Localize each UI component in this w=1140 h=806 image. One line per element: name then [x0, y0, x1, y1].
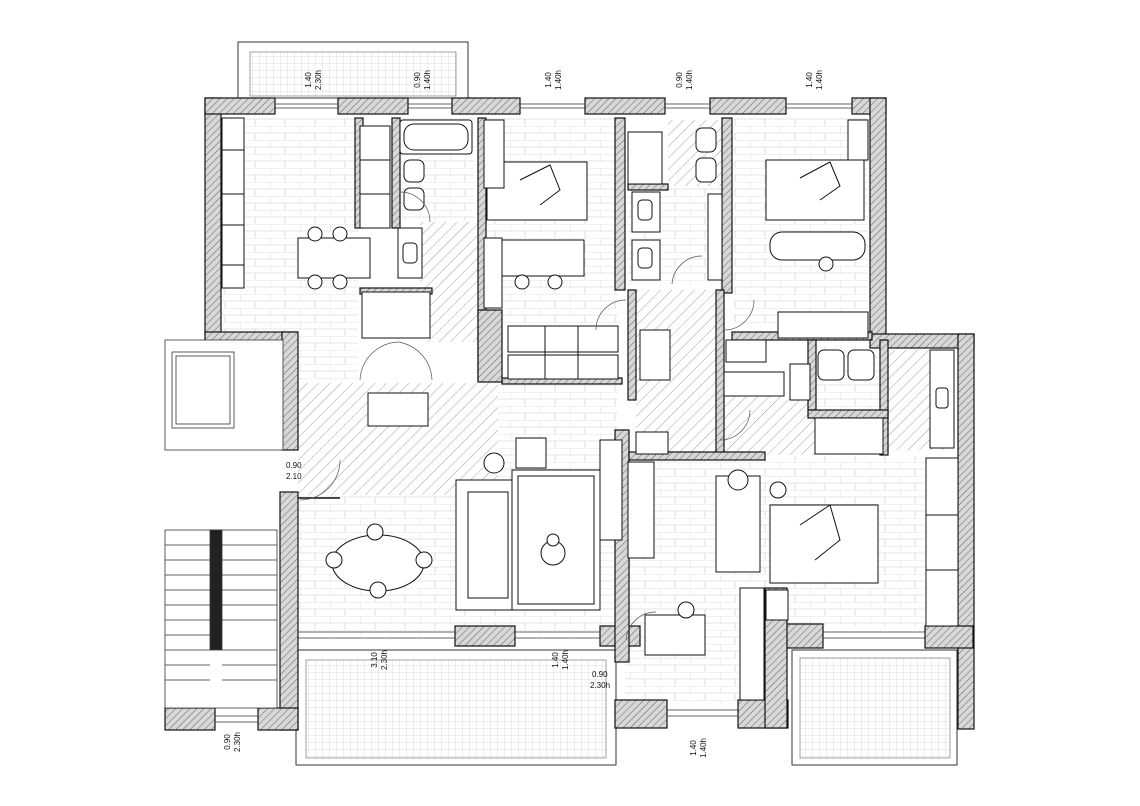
hall-closet — [361, 291, 431, 339]
label-o4-h: 1.40h — [685, 70, 694, 90]
label-o11-h: 2.30h — [233, 732, 242, 752]
bed-3 — [769, 504, 879, 584]
tv-unit — [599, 439, 623, 541]
wall-study-top — [628, 451, 766, 461]
wall-top-2 — [337, 97, 409, 115]
wall-left-mid — [281, 331, 299, 451]
kitchen-cabinet — [359, 125, 391, 229]
wall-left-lower — [279, 491, 299, 731]
label-o6-w: 0.90 — [286, 461, 302, 470]
bookcase-study — [627, 461, 655, 559]
wall-left-upper — [204, 97, 222, 337]
wall-bottom-left-2 — [257, 707, 299, 731]
cabinet-bed2 — [777, 311, 869, 339]
label-o3-w: 1.40 — [544, 72, 553, 88]
label-o2-h: 1.40h — [423, 70, 432, 90]
label-o5-w: 1.40 — [805, 72, 814, 88]
label-o7-h: 2.30h — [380, 650, 389, 670]
wall-corridor-left — [477, 309, 503, 383]
wall-living-bottom-1 — [454, 625, 516, 647]
toilet-1 — [403, 159, 425, 183]
label-o10-h: 1.40h — [699, 738, 708, 758]
entrance-console — [367, 392, 429, 427]
label-o6-h: 2.10 — [286, 472, 302, 481]
wardrobe-bath2 — [707, 193, 723, 281]
desk-study — [644, 614, 706, 656]
furniture — [221, 117, 959, 701]
bidet-3 — [847, 349, 875, 381]
bathtub-2 — [769, 231, 866, 261]
wall-bottom-right — [924, 625, 974, 649]
label-o8-w: 1.40 — [551, 652, 560, 668]
bidet-1 — [403, 187, 425, 211]
sofa-study — [715, 475, 761, 573]
vanity-2 — [627, 131, 663, 185]
bidet-2 — [695, 157, 717, 183]
wall-bedroom3-left — [764, 587, 788, 729]
label-o10-w: 1.40 — [689, 740, 698, 756]
wall-top-4 — [584, 97, 666, 115]
doors — [298, 191, 755, 641]
wardrobe-corridor — [507, 325, 619, 353]
label-o5-h: 1.40h — [815, 70, 824, 90]
balcony-bottom-right — [791, 649, 958, 766]
label-o4-w: 0.90 — [675, 72, 684, 88]
toilet-2 — [695, 127, 717, 153]
wall-right-upper — [869, 97, 887, 339]
closet-right — [723, 371, 785, 397]
wall-bath3-right — [879, 339, 889, 456]
label-o11-w: 0.90 — [223, 734, 232, 750]
wall-top-5 — [709, 97, 787, 115]
balconies — [237, 41, 958, 766]
lift-car — [171, 351, 235, 429]
opening-labels: 1.40 2.30h 0.90 1.40h 1.40 1.40h 0.90 1.… — [223, 70, 824, 758]
cabinet-central — [639, 329, 671, 381]
label-o2-w: 0.90 — [413, 72, 422, 88]
wall-right-lower — [957, 333, 975, 730]
dining-table-kitchen — [297, 237, 371, 279]
wall-central-left — [627, 289, 637, 401]
wall-bottom-left — [164, 707, 216, 731]
wall-study-bottom — [614, 699, 668, 729]
wardrobe-3 — [925, 457, 959, 627]
desk-1 — [501, 239, 585, 277]
wardrobe-2 — [847, 119, 869, 161]
wall-top-3 — [451, 97, 521, 115]
wardrobe-1 — [483, 119, 505, 189]
label-o7-w: 3.10 — [370, 652, 379, 668]
toilet-3 — [817, 349, 845, 381]
label-o9-w: 0.90 — [592, 670, 608, 679]
walls — [164, 97, 975, 731]
label-o9-h: 2.30h — [590, 681, 610, 690]
label-o3-h: 1.40h — [554, 70, 563, 90]
label-o1-w: 1.40 — [304, 72, 313, 88]
wall-central-right — [715, 289, 725, 456]
stair-handrail — [209, 529, 223, 651]
wall-bath3-bottom — [807, 409, 889, 419]
stairwell — [164, 339, 284, 709]
wall-partition-mid-2 — [721, 117, 733, 294]
wall-bath2-bottom — [627, 183, 669, 191]
armchair — [515, 437, 547, 469]
wall-top-1 — [204, 97, 276, 115]
shower-3 — [814, 417, 884, 455]
bed-2 — [765, 159, 865, 221]
wall-partition-mid-1 — [614, 117, 626, 291]
wardrobe-study — [739, 587, 765, 701]
label-o8-h: 1.40h — [561, 650, 570, 670]
label-o1-h: 2.30h — [314, 70, 323, 90]
wall-partition-bath1 — [391, 117, 401, 229]
windows — [215, 103, 925, 723]
stair-treads — [165, 544, 277, 681]
hall-right — [720, 395, 815, 455]
